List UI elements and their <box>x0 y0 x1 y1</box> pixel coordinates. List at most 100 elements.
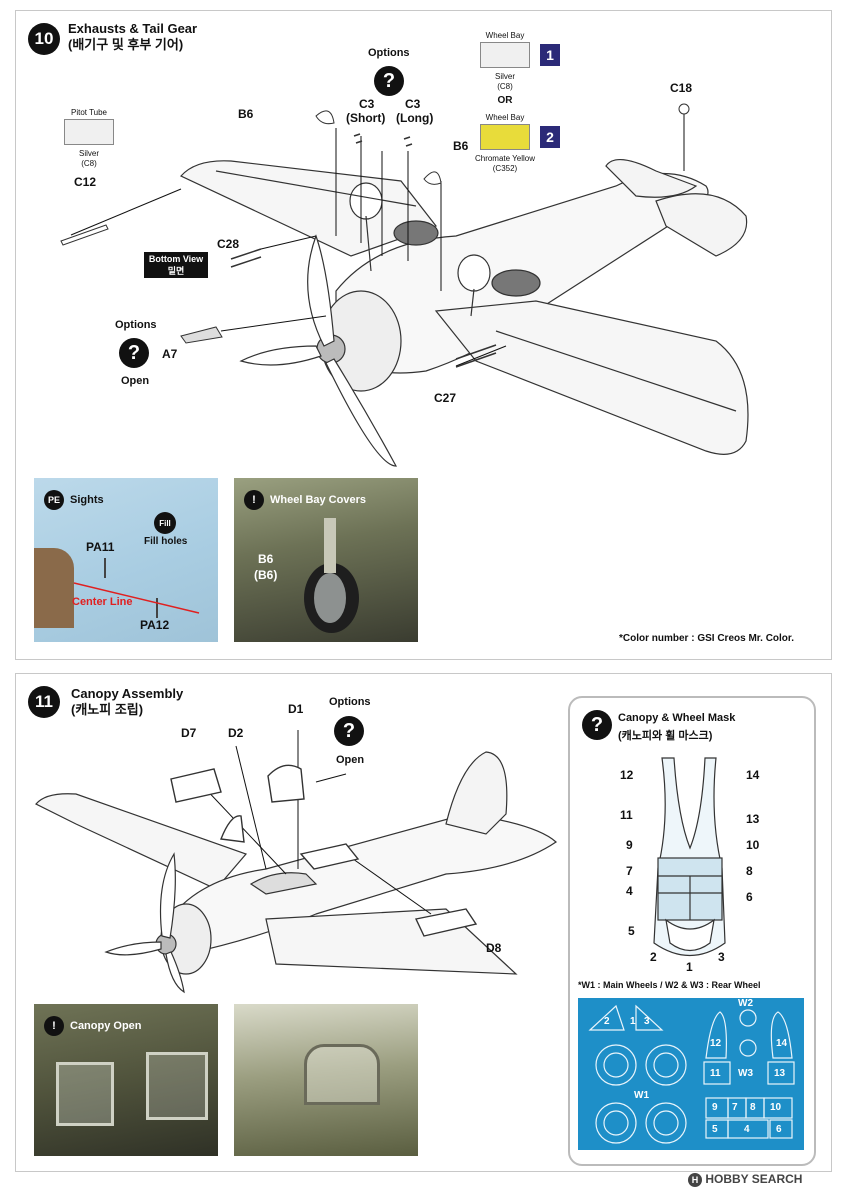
mask-number: 6 <box>746 890 753 904</box>
mask-sheet: 2 1 3 W1 W2 W3 12 14 11 13 9 7 8 10 5 4 … <box>578 998 804 1150</box>
sight-post <box>156 598 158 618</box>
mask-sheet-label: 8 <box>750 1102 756 1113</box>
wheel-bay-swatch-silver <box>480 42 530 68</box>
mask-sheet-label: 2 <box>604 1016 610 1027</box>
canopy-assembly-diagram <box>35 730 557 994</box>
option-badge-1: 1 <box>540 44 560 66</box>
fill-holes-caption: Fill holes <box>144 536 188 547</box>
canopy-glass <box>304 1044 380 1105</box>
mask-number: 13 <box>746 812 760 826</box>
canopy-mask-panel: ? Canopy & Wheel Mask (캐노피와 휠 마스크) 12 14… <box>568 696 816 1166</box>
step-title-en: Exhausts & Tail Gear <box>68 21 198 36</box>
pe-badge-icon: PE <box>44 490 64 510</box>
part-b6-shape <box>315 110 335 125</box>
warning-icon: ! <box>44 1016 64 1036</box>
options-label: Options <box>329 696 371 708</box>
pe-caption: Sights <box>70 494 104 506</box>
part-label-c12: C12 <box>74 175 97 189</box>
question-icon: ? <box>582 710 612 740</box>
part-label-c27: C27 <box>434 391 457 405</box>
question-icon: ? <box>119 338 149 368</box>
step-number-badge: 10 <box>28 23 60 55</box>
cockpit-edge <box>34 548 74 628</box>
part-label-c3: C3 <box>359 97 375 111</box>
color-number-note: *Color number : GSI Creos Mr. Color. <box>619 633 795 644</box>
mask-sheet-label: 3 <box>644 1016 650 1027</box>
part-label-b6: B6 <box>258 552 274 566</box>
mask-sheet-outlines <box>588 1004 795 1144</box>
c3-long-label: (Long) <box>396 111 434 125</box>
bottom-view-text-kr: 밑면 <box>167 266 185 276</box>
pe-sights-photo: PE Sights Fill Fill holes PA11 PA12 Cent… <box>34 478 218 642</box>
mask-number: 1 <box>686 960 693 974</box>
canopy-mask-diagram <box>653 757 726 957</box>
pitot-tube-label: Pitot Tube <box>70 108 108 117</box>
mask-number: 9 <box>626 838 633 852</box>
watermark-text: HOBBY SEARCH <box>705 1172 803 1186</box>
canopy-open-photo: ! Canopy Open <box>34 1004 218 1156</box>
mask-sheet-label: 7 <box>732 1102 738 1113</box>
wheel-bay-color-code: (C8) <box>497 82 513 91</box>
mask-sheet-label: 9 <box>712 1102 718 1113</box>
step-title-kr: (캐노피 조립) <box>71 702 144 717</box>
mask-sheet-label: 11 <box>710 1068 721 1079</box>
mask-sheet-label: W3 <box>738 1068 753 1079</box>
part-label-d7: D7 <box>181 726 197 740</box>
part-label-a7: A7 <box>162 347 178 361</box>
canopy-frame <box>56 1062 114 1126</box>
mask-note: *W1 : Main Wheels / W2 & W3 : Rear Wheel <box>578 980 761 990</box>
part-label-c18: C18 <box>670 81 693 95</box>
wheel-bay-label: Wheel Bay <box>485 31 525 40</box>
step-title-en: Canopy Assembly <box>71 686 184 701</box>
mask-sheet-label: W1 <box>634 1090 649 1101</box>
mask-sheet-label: W2 <box>738 998 753 1009</box>
wheel-bay-color-name: Chromate Yellow <box>474 154 536 163</box>
pitot-color-code: (C8) <box>81 159 97 168</box>
mask-sheet-label: 10 <box>770 1102 782 1113</box>
watermark-logo-icon: H <box>688 1172 702 1187</box>
option-badge-2: 2 <box>540 126 560 148</box>
step-title: Exhausts & Tail Gear (배기구 및 후부 기어) <box>68 21 197 53</box>
wheel-bay-covers-photo: ! Wheel Bay Covers B6 (B6) <box>234 478 418 642</box>
question-icon: ? <box>334 716 364 746</box>
mask-number: 4 <box>626 884 633 898</box>
mask-sheet-label: 6 <box>776 1124 782 1135</box>
center-line <box>73 582 200 614</box>
aircraft-assembly-diagram <box>60 103 749 467</box>
open-label: Open <box>121 375 150 387</box>
part-label-c3: C3 <box>405 97 421 111</box>
warning-icon: ! <box>244 490 264 510</box>
sight-post <box>104 558 106 578</box>
mask-number: 11 <box>620 808 633 822</box>
canopy-detail-photo <box>234 1004 418 1156</box>
pitot-color-name: Silver <box>78 149 99 158</box>
mask-number: 8 <box>746 864 753 878</box>
part-label-b6: B6 <box>238 107 254 121</box>
mask-sheet-label: 14 <box>776 1038 788 1049</box>
part-label-d2: D2 <box>228 726 244 740</box>
open-label: Open <box>336 754 365 766</box>
part-label-pa11: PA11 <box>86 540 115 554</box>
bottom-view-text: Bottom View <box>148 254 204 264</box>
wheel-bay-covers-caption: Wheel Bay Covers <box>270 494 366 506</box>
bottom-view-label: Bottom View 밑면 <box>144 252 208 278</box>
mask-sheet-label: 12 <box>710 1038 722 1049</box>
mask-sheet-label: 13 <box>774 1068 786 1079</box>
wheel-bay-color-code: (C352) <box>492 164 518 173</box>
part-label-b6-paren: (B6) <box>254 568 278 582</box>
mask-number: 5 <box>628 924 635 938</box>
c3-short-label: (Short) <box>346 111 386 125</box>
canopy-frame <box>146 1052 208 1120</box>
or-label: OR <box>497 95 513 106</box>
part-label-d1: D1 <box>288 702 304 716</box>
options-label: Options <box>368 47 410 59</box>
part-label-b6: B6 <box>453 139 469 153</box>
step11-panel: 11 Canopy Assembly (캐노피 조립) <box>15 673 832 1172</box>
part-label-pa12: PA12 <box>140 618 170 632</box>
mask-sheet-label: 5 <box>712 1124 718 1135</box>
canopy-open-caption: Canopy Open <box>70 1020 142 1032</box>
wheel-bay-label: Wheel Bay <box>485 113 525 122</box>
mask-number: 10 <box>746 838 760 852</box>
step-title: Canopy Assembly (캐노피 조립) <box>71 686 183 718</box>
step-number-badge: 11 <box>28 686 60 718</box>
